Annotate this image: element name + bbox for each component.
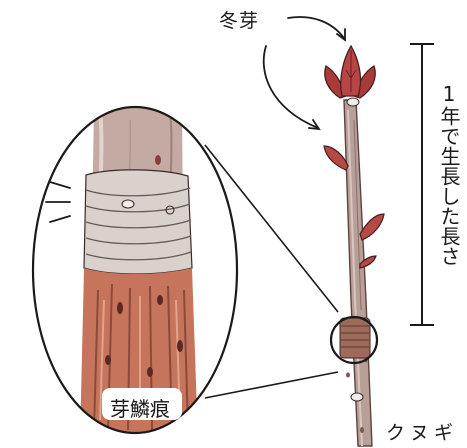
growth-bracket	[410, 44, 434, 325]
magnified-view	[30, 100, 250, 440]
twig	[344, 98, 372, 446]
one-year-growth-label: 1年で生長した長さ	[436, 82, 460, 266]
terminal-bud	[325, 46, 375, 98]
winter-bud-label: 冬芽	[219, 6, 259, 33]
twig-scar-band	[340, 318, 370, 358]
lateral-bud-upper	[324, 146, 348, 170]
bud-scale-scar-label: 芽鱗痕	[110, 393, 170, 422]
species-label: クヌギ	[386, 418, 458, 445]
